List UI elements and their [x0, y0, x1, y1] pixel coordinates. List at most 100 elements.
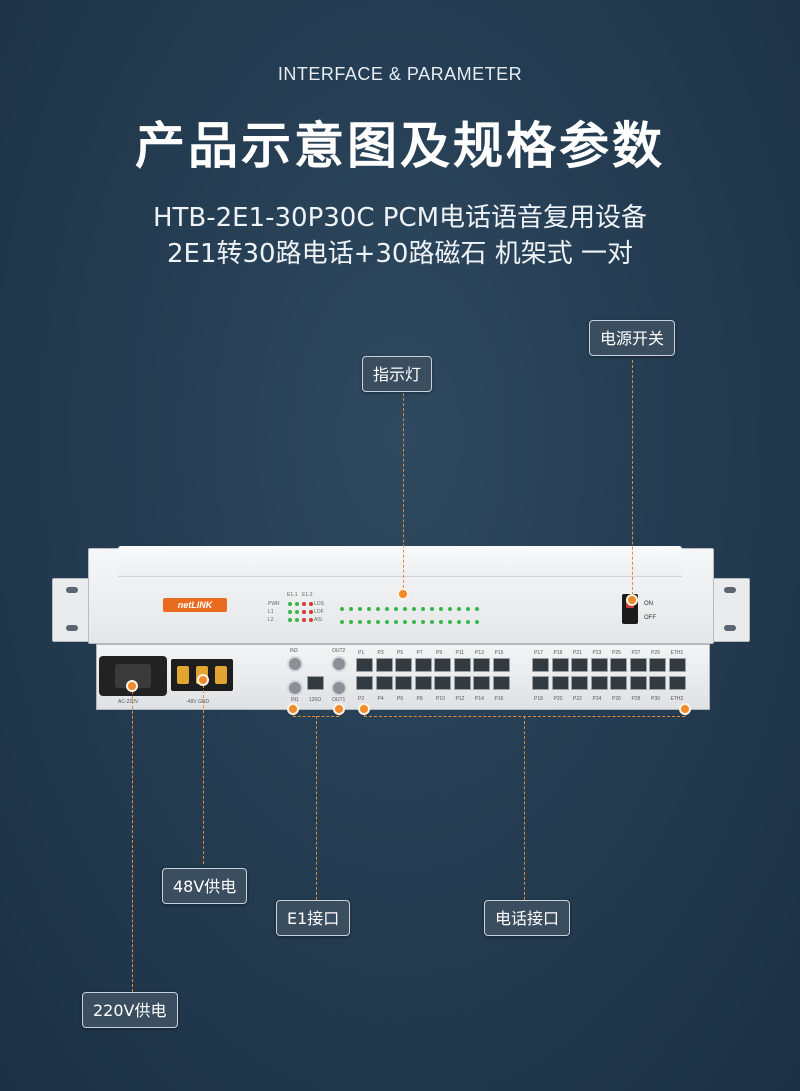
- port-label: P1: [358, 650, 365, 656]
- status-led: [309, 602, 313, 606]
- status-led: [309, 610, 313, 614]
- port-label: P27: [631, 650, 641, 656]
- port-label: P6: [397, 696, 404, 702]
- channel-led: [448, 620, 452, 624]
- phone-port-bottom[interactable]: [571, 676, 588, 690]
- channel-led: [412, 607, 416, 611]
- channel-led: [376, 620, 380, 624]
- status-led: [302, 602, 306, 606]
- leader-line-phone: [524, 716, 525, 900]
- marker-indicator: [397, 588, 409, 600]
- channel-led: [448, 607, 452, 611]
- channel-led: [403, 607, 407, 611]
- e1-rj45-120ohm[interactable]: [307, 676, 324, 690]
- marker-e1-right: [333, 703, 345, 715]
- ac-label: AC-220V: [118, 699, 139, 705]
- port-label: P9: [436, 650, 443, 656]
- phone-port-bottom[interactable]: [649, 676, 666, 690]
- phone-port-bottom[interactable]: [590, 676, 608, 690]
- phone-port-top[interactable]: [668, 658, 686, 672]
- phone-port-bottom[interactable]: [492, 676, 510, 690]
- leader-line-220v: [132, 686, 133, 992]
- callout-phone-port: 电话接口: [484, 900, 571, 936]
- marker-220v: [126, 680, 138, 692]
- channel-led: [349, 607, 353, 611]
- phone-port-bottom[interactable]: [356, 676, 373, 690]
- led-label-ais: AIS: [314, 617, 323, 623]
- port-label: P22: [573, 696, 582, 702]
- label-in2: IN2: [290, 648, 298, 654]
- phone-port-bottom[interactable]: [453, 676, 471, 690]
- phone-port-top[interactable]: [551, 658, 569, 672]
- phone-port-bottom[interactable]: [375, 676, 393, 690]
- phone-port-top[interactable]: [492, 658, 510, 672]
- label-out2: OUT2: [332, 648, 346, 654]
- phone-port-top[interactable]: [610, 658, 627, 672]
- phone-port-top[interactable]: [590, 658, 608, 672]
- led-label-l1: L1: [268, 609, 274, 615]
- channel-led: [394, 607, 398, 611]
- phone-port-top[interactable]: [629, 658, 647, 672]
- channel-led: [340, 607, 344, 611]
- leader-line-e1: [316, 716, 317, 900]
- marker-phone-left: [358, 703, 370, 715]
- phone-port-top[interactable]: [375, 658, 393, 672]
- phone-port-bottom[interactable]: [395, 676, 412, 690]
- phone-port-top[interactable]: [649, 658, 666, 672]
- phone-port-top[interactable]: [571, 658, 588, 672]
- dc-label: -48V GND: [186, 699, 210, 705]
- phone-port-top[interactable]: [414, 658, 432, 672]
- device-lid: [118, 546, 682, 577]
- channel-led: [421, 620, 425, 624]
- phone-port-top[interactable]: [434, 658, 451, 672]
- bnc-out1[interactable]: [331, 680, 347, 696]
- channel-led: [466, 620, 470, 624]
- switch-on-label: ON: [644, 601, 653, 607]
- bnc-in1[interactable]: [287, 680, 303, 696]
- label-out1: OUT1: [332, 697, 346, 703]
- phone-port-top[interactable]: [453, 658, 471, 672]
- channel-led: [367, 620, 371, 624]
- phone-port-top[interactable]: [473, 658, 490, 672]
- phone-port-bottom[interactable]: [610, 676, 627, 690]
- switch-off-label: OFF: [644, 615, 656, 621]
- channel-led: [340, 620, 344, 624]
- port-label: P18: [534, 696, 543, 702]
- channel-led: [466, 607, 470, 611]
- channel-led: [358, 607, 362, 611]
- port-label: P28: [631, 696, 641, 702]
- status-led: [288, 602, 292, 606]
- channel-led: [367, 607, 371, 611]
- port-label: P8: [416, 696, 423, 702]
- phone-port-bottom[interactable]: [551, 676, 569, 690]
- port-label: P14: [475, 696, 484, 702]
- port-label: P4: [377, 696, 384, 702]
- rack-ear-right: [710, 578, 750, 642]
- phone-port-bottom[interactable]: [473, 676, 490, 690]
- port-label: P2: [358, 696, 365, 702]
- phone-port-top[interactable]: [356, 658, 373, 672]
- phone-port-bottom[interactable]: [532, 676, 549, 690]
- status-led: [309, 618, 313, 622]
- page-title: 产品示意图及规格参数: [135, 117, 665, 175]
- bnc-out2[interactable]: [331, 656, 347, 672]
- bnc-in2[interactable]: [287, 656, 303, 672]
- phone-port-bottom[interactable]: [668, 676, 686, 690]
- led-header-e1-2: E1-2: [302, 592, 313, 598]
- phone-port-top[interactable]: [395, 658, 412, 672]
- phone-port-bottom[interactable]: [434, 676, 451, 690]
- channel-led: [439, 607, 443, 611]
- callout-indicator: 指示灯: [362, 356, 433, 392]
- model-line-1: HTB-2E1-30P30C PCM电话语音复用设备: [152, 203, 648, 233]
- led-label-l2: L2: [268, 617, 274, 623]
- phone-port-bottom[interactable]: [629, 676, 647, 690]
- status-led: [295, 618, 299, 622]
- leader-line-indicator: [403, 393, 404, 593]
- channel-led: [412, 620, 416, 624]
- phone-port-bottom[interactable]: [414, 676, 432, 690]
- channel-led: [475, 607, 479, 611]
- port-label: P23: [592, 650, 602, 656]
- phone-port-top[interactable]: [532, 658, 549, 672]
- marker-phone-right: [679, 703, 691, 715]
- marker-48v: [197, 674, 209, 686]
